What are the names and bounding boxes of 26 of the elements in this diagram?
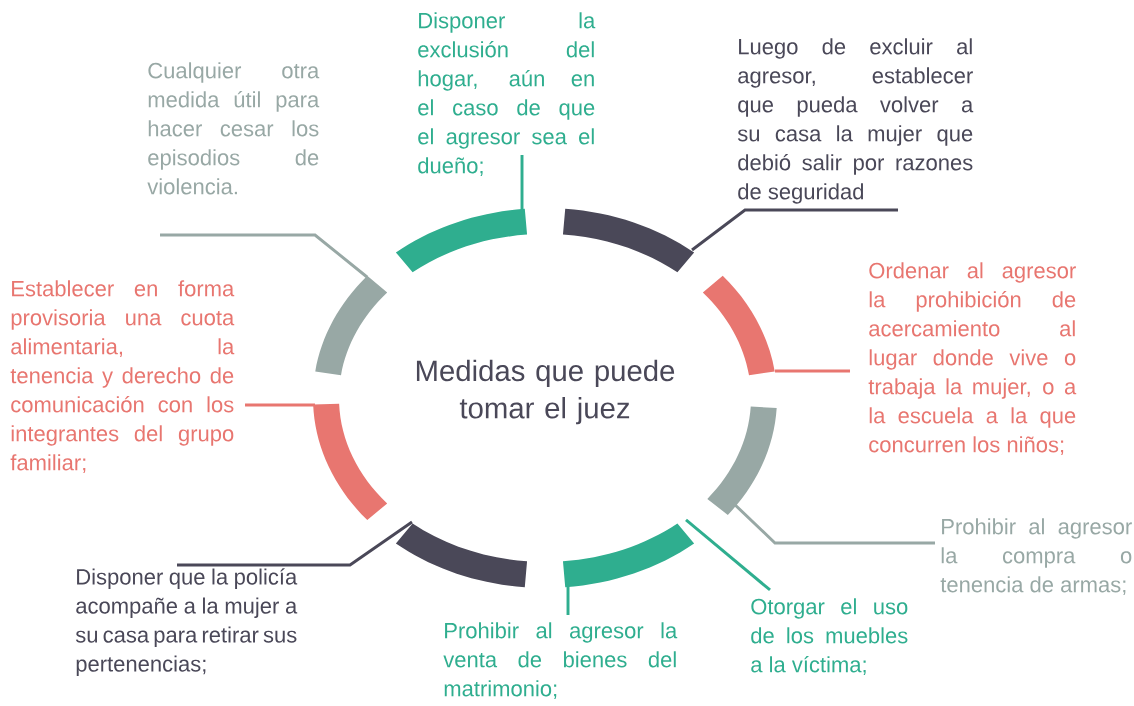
ring-segment bbox=[562, 523, 695, 588]
measure-text: Prohibir al agresor la venta de bienes del matrimonio; bbox=[443, 622, 678, 699]
ring-segment bbox=[702, 275, 775, 376]
leader-line bbox=[566, 585, 570, 615]
leader-line bbox=[685, 518, 771, 592]
measure-text: Prohibir al agresor la compra o tenencia de armas; bbox=[940, 518, 1132, 595]
measure-text: Otorgar el uso de los muebles a la víctima; bbox=[751, 598, 908, 675]
leader-line bbox=[520, 155, 524, 212]
center-title: Medidas que puede tomar el juez bbox=[416, 359, 675, 425]
leader-line bbox=[177, 520, 413, 567]
measure-text: Disponer la exclusión del hogar, aún en el caso de que el agresor sea el dueño; bbox=[418, 12, 596, 176]
leader-line bbox=[775, 369, 850, 373]
leader-line bbox=[691, 208, 898, 252]
leader-line bbox=[160, 233, 368, 279]
ring-segment bbox=[395, 208, 528, 273]
leader-line bbox=[245, 403, 315, 407]
measure-text: Disponer que la policía acompañe a la mujer a su casa para retirar sus pertenencias; bbox=[75, 568, 298, 676]
ring-segment bbox=[395, 523, 528, 588]
measure-text: Establecer en forma provisoria una cuota alimentaria, la tenencia y derecho de comunicación con los integrantes del grupo familiar; bbox=[10, 280, 235, 473]
ring-segment bbox=[562, 208, 695, 273]
measure-text: Ordenar al agresor la prohibición de acercamiento al lugar donde vive o trabaja la mujer, o a la escuela a la que concurren los niños; bbox=[868, 262, 1077, 455]
ring-segment bbox=[315, 275, 388, 376]
ring-segment bbox=[313, 403, 388, 521]
measure-text: Luego de excluir al agresor, establecer que pueda volver a su casa la mujer que debió salir por razones de seguridad bbox=[737, 38, 974, 204]
measure-text: Cualquier otra medida útil para hacer cesar los episodios de violencia. bbox=[147, 62, 320, 195]
ring-segment bbox=[707, 406, 777, 515]
